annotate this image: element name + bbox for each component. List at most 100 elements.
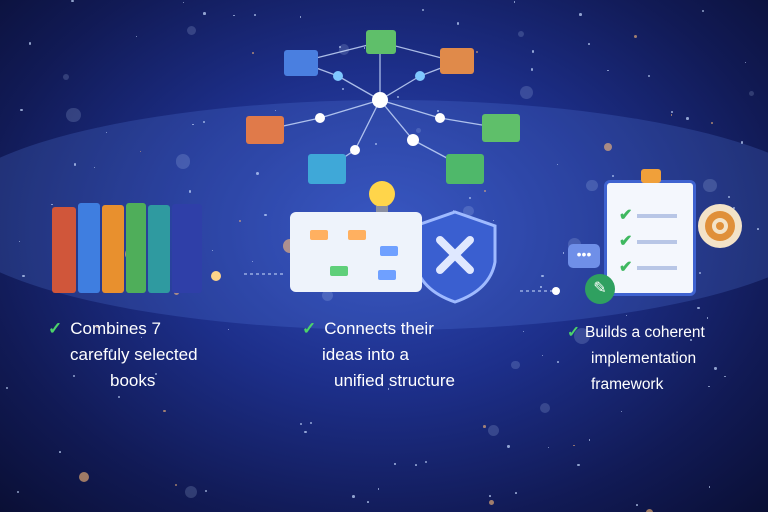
caption-line: Connects their — [324, 319, 434, 338]
star — [603, 142, 612, 152]
check-icon: ✓ — [48, 319, 63, 338]
star — [748, 90, 754, 97]
lightbulb-icon — [369, 181, 395, 207]
star — [211, 250, 213, 252]
star — [422, 8, 424, 11]
star — [487, 424, 500, 437]
star — [416, 127, 422, 133]
caption-line: Builds a coherent — [585, 324, 705, 341]
star — [541, 274, 544, 278]
star — [513, 1, 516, 3]
star — [304, 430, 307, 433]
star — [66, 107, 81, 123]
caption-line: Combines 7 — [70, 319, 161, 338]
star — [540, 286, 542, 288]
star — [542, 355, 544, 357]
star — [437, 110, 439, 112]
star — [489, 495, 491, 497]
star — [468, 196, 471, 199]
caption-line: books — [110, 371, 156, 390]
star — [187, 26, 197, 36]
star — [671, 114, 673, 116]
star — [634, 35, 638, 39]
star — [511, 360, 520, 370]
star — [141, 336, 143, 338]
star — [309, 421, 313, 425]
star — [588, 42, 590, 45]
star — [586, 179, 599, 192]
star — [95, 326, 98, 329]
star — [397, 95, 400, 98]
star — [321, 290, 333, 302]
star — [387, 388, 390, 390]
star — [163, 409, 166, 413]
caption-line: framework — [591, 376, 664, 393]
star — [62, 73, 69, 80]
star — [522, 331, 525, 333]
star — [424, 460, 428, 464]
star — [22, 274, 25, 278]
star — [686, 117, 689, 120]
star — [256, 171, 260, 175]
star — [264, 213, 267, 217]
star — [16, 491, 19, 494]
star — [78, 471, 89, 482]
star — [728, 195, 731, 198]
star — [59, 451, 61, 453]
star — [233, 15, 235, 17]
star — [573, 327, 591, 344]
star — [452, 210, 454, 212]
star — [519, 86, 533, 100]
star — [507, 445, 510, 448]
star — [377, 488, 380, 490]
star — [184, 485, 198, 499]
star — [579, 12, 583, 16]
star — [698, 271, 702, 275]
star — [203, 12, 206, 16]
star — [426, 333, 428, 336]
star — [110, 348, 113, 352]
star — [338, 45, 341, 48]
star — [607, 69, 609, 72]
caption-line: ideas into a — [322, 345, 409, 364]
star — [238, 220, 241, 223]
star — [530, 68, 534, 71]
star — [708, 385, 710, 388]
star — [299, 16, 302, 19]
star — [140, 150, 142, 152]
star — [556, 163, 558, 165]
star — [714, 367, 717, 370]
star — [183, 1, 185, 4]
star — [724, 375, 726, 378]
star — [274, 110, 276, 112]
clipboard-checklist: ✔ ✔ ✔ — [604, 169, 696, 296]
star — [73, 162, 77, 166]
star — [620, 410, 622, 412]
star — [646, 509, 654, 512]
star — [202, 121, 205, 124]
star — [562, 251, 565, 254]
star — [204, 489, 208, 493]
star — [489, 500, 495, 506]
star — [492, 219, 495, 222]
star — [51, 203, 54, 206]
star — [341, 88, 344, 91]
network-book-icons — [246, 30, 520, 184]
star — [93, 166, 95, 168]
star — [20, 108, 23, 112]
star — [557, 361, 559, 364]
star — [364, 47, 366, 49]
star — [671, 110, 674, 113]
star — [577, 464, 580, 467]
star — [625, 314, 628, 317]
star — [28, 41, 32, 45]
caption-line: carefuly selected — [70, 345, 198, 364]
star — [744, 61, 746, 63]
star — [252, 52, 254, 54]
star — [18, 240, 20, 242]
star — [228, 328, 230, 330]
star — [636, 504, 639, 506]
star — [192, 124, 194, 126]
star — [531, 50, 535, 53]
